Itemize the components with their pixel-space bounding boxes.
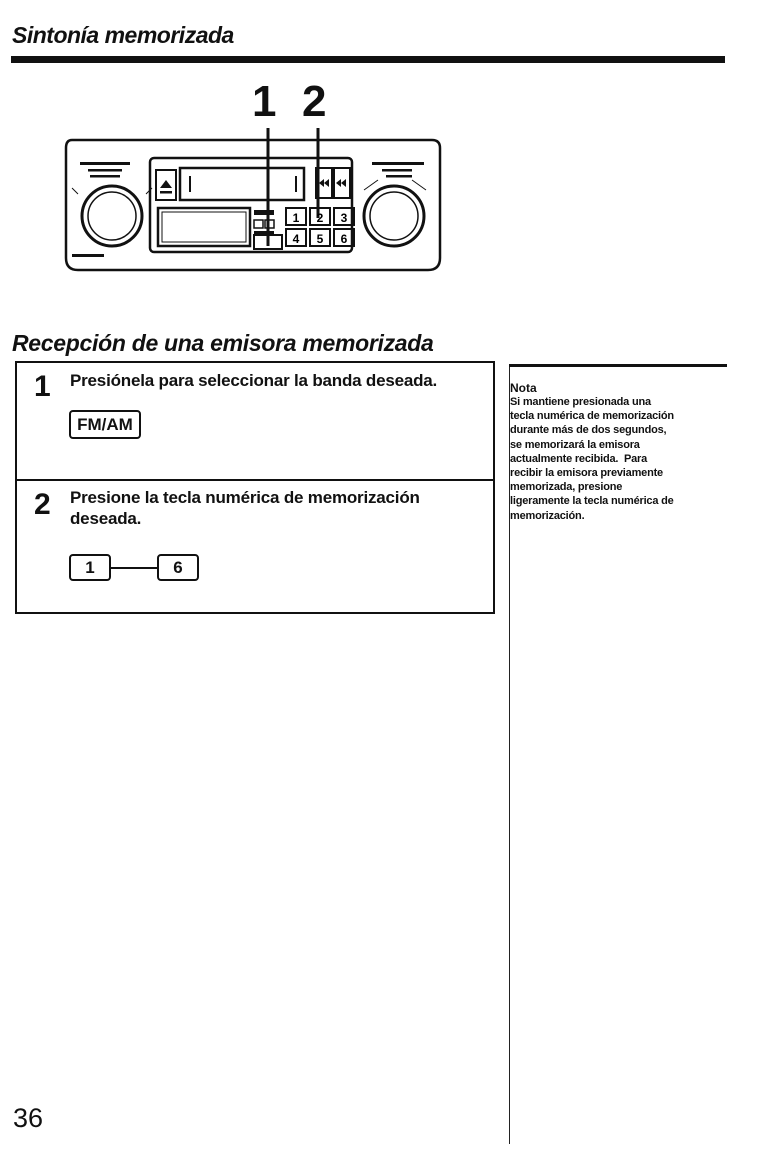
section-title: Recepción de una emisora memorizada — [12, 330, 434, 356]
page-number: 36 — [13, 1103, 44, 1133]
title-rule — [11, 56, 725, 63]
seek-forward-button — [333, 167, 351, 199]
steps-box — [15, 361, 495, 614]
preset-key-last: 6 — [157, 554, 199, 581]
eject-button — [155, 169, 177, 201]
preset-key-3: 3 — [341, 211, 348, 225]
preset-key-6: 6 — [341, 232, 348, 246]
note-rule — [509, 364, 727, 367]
fm-am-key: FM/AM — [69, 410, 141, 439]
note-line: tecla numérica de memorización — [510, 410, 674, 423]
preset-key-5: 5 — [317, 232, 324, 246]
callout-2: 2 — [302, 77, 327, 126]
note-line: se memorizará la emisora — [510, 438, 640, 451]
callout-1: 1 — [252, 77, 277, 126]
display — [156, 206, 252, 248]
cassette-slot — [178, 166, 306, 202]
volume-knob — [80, 184, 144, 248]
note-title: Nota — [510, 381, 537, 395]
note-line: actualmente recibida. Para — [510, 452, 648, 465]
fm-am-button — [253, 234, 283, 250]
column-rule — [509, 364, 510, 1144]
step-2-text-line2: deseada. — [70, 509, 142, 528]
page-title: Sintonía memorizada — [12, 22, 234, 48]
preset-key-first: 1 — [69, 554, 111, 581]
step-2-number: 2 — [34, 488, 51, 521]
note-line: memorización. — [510, 509, 585, 522]
radio-body — [64, 138, 442, 272]
note-line: recibir la emisora previamente — [510, 467, 663, 480]
note-body: Si mantiene presionada una tecla numéric… — [510, 395, 730, 523]
step-1-number: 1 — [34, 370, 51, 403]
step-2-text-line1: Presione la tecla numérica de memorizaci… — [70, 488, 420, 507]
preset-key-2: 2 — [317, 211, 324, 225]
car-radio-illustration: 1 2 3 4 5 6 — [64, 128, 442, 272]
note-line: ligeramente la tecla numérica de — [510, 495, 674, 508]
step-divider — [15, 479, 495, 481]
range-dash — [111, 567, 157, 569]
front-panel — [148, 156, 354, 254]
tuning-knob — [362, 184, 426, 248]
preset-key-1: 1 — [293, 211, 300, 225]
note-line: durante más de dos segundos, — [510, 424, 667, 437]
seek-back-button — [315, 167, 333, 199]
preset-keys: 1 2 3 4 5 6 — [285, 207, 355, 247]
note-line: Si mantiene presionada una — [510, 396, 651, 408]
preset-key-4: 4 — [293, 232, 300, 246]
step-1-text: Presiónela para seleccionar la banda des… — [70, 371, 438, 390]
note-line: memorizada, presione — [510, 481, 623, 494]
